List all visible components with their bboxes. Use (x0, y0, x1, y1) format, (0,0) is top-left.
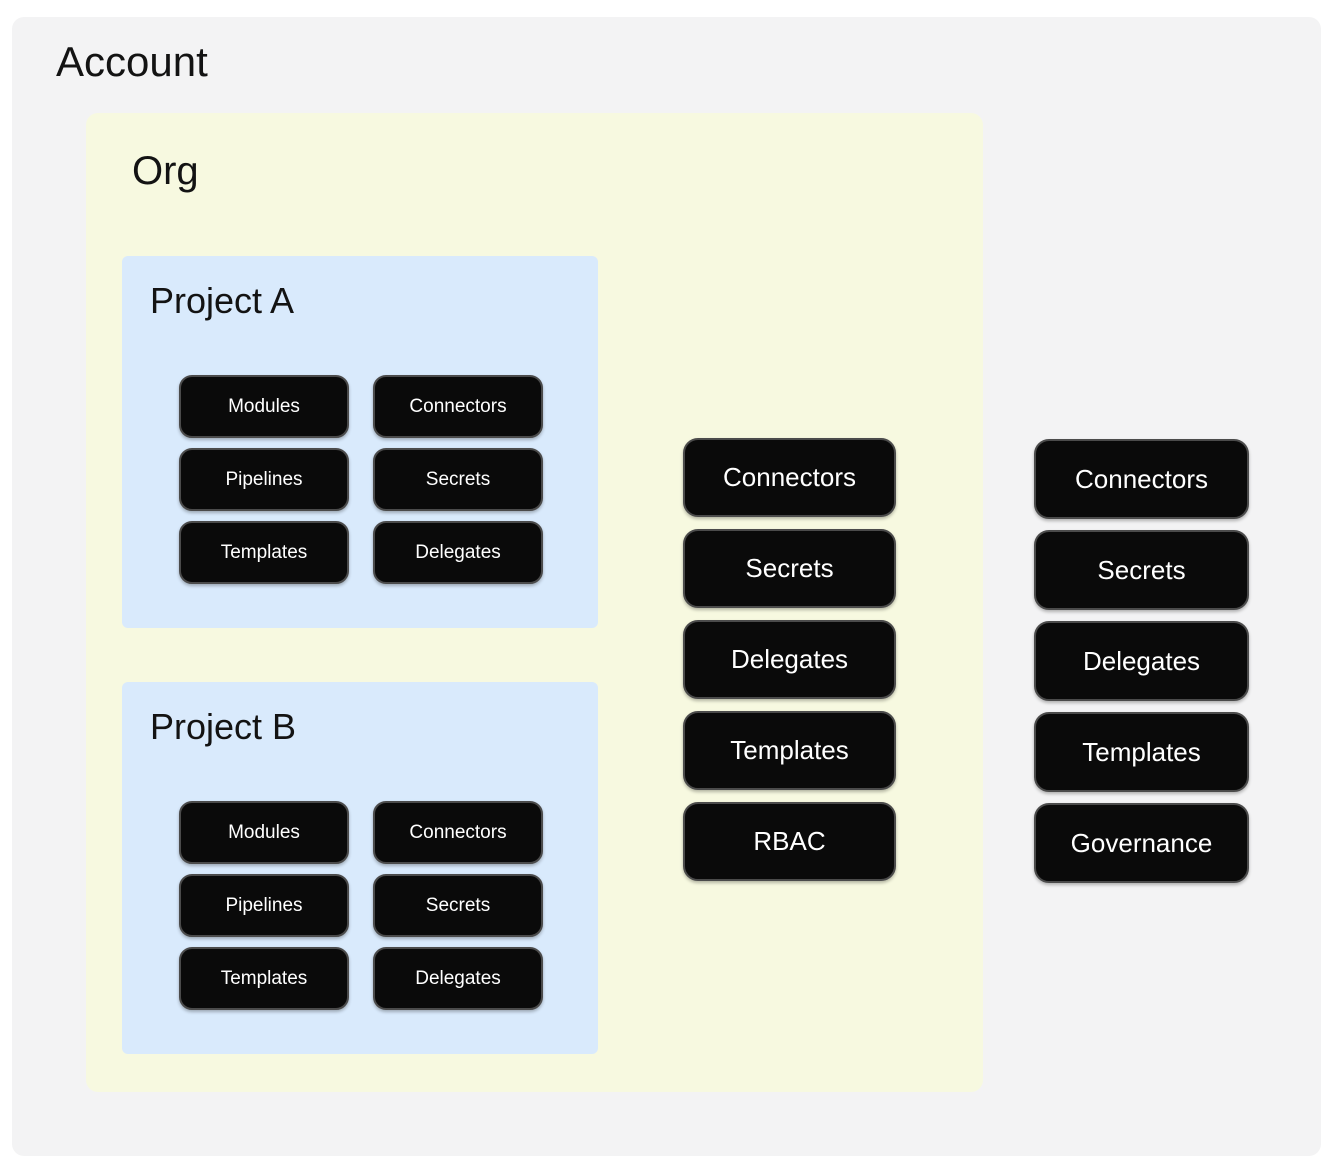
project-a-container: Project A Modules Connectors Pipelines S… (122, 256, 598, 628)
project-a-node-connectors: Connectors (373, 375, 543, 438)
account-node-templates: Templates (1034, 712, 1249, 792)
account-node-connectors: Connectors (1034, 439, 1249, 519)
project-b-title: Project B (150, 706, 297, 747)
account-node-governance: Governance (1034, 803, 1249, 883)
account-node-secrets: Secrets (1034, 530, 1249, 610)
org-title: Org (132, 149, 199, 193)
account-node-delegates: Delegates (1034, 621, 1249, 701)
project-a-node-secrets: Secrets (373, 448, 543, 511)
project-b-node-grid: Modules Connectors Pipelines Secrets Tem… (179, 801, 543, 1010)
project-b-node-pipelines: Pipelines (179, 874, 349, 937)
project-a-node-delegates: Delegates (373, 521, 543, 584)
org-node-templates: Templates (683, 711, 896, 790)
account-node-column: Connectors Secrets Delegates Templates G… (1034, 439, 1249, 883)
org-node-rbac: RBAC (683, 802, 896, 881)
project-a-node-templates: Templates (179, 521, 349, 584)
project-b-node-modules: Modules (179, 801, 349, 864)
project-a-node-pipelines: Pipelines (179, 448, 349, 511)
org-node-delegates: Delegates (683, 620, 896, 699)
project-b-node-secrets: Secrets (373, 874, 543, 937)
project-b-container: Project B Modules Connectors Pipelines S… (122, 682, 598, 1054)
org-node-column: Connectors Secrets Delegates Templates R… (683, 438, 896, 881)
project-a-node-modules: Modules (179, 375, 349, 438)
project-b-node-templates: Templates (179, 947, 349, 1010)
project-b-node-delegates: Delegates (373, 947, 543, 1010)
org-node-secrets: Secrets (683, 529, 896, 608)
project-b-node-connectors: Connectors (373, 801, 543, 864)
account-container: Account Org Project A Modules Connectors… (12, 17, 1321, 1156)
account-title: Account (56, 38, 208, 85)
org-container: Org Project A Modules Connectors Pipelin… (86, 113, 983, 1092)
org-node-connectors: Connectors (683, 438, 896, 517)
project-a-node-grid: Modules Connectors Pipelines Secrets Tem… (179, 375, 543, 584)
project-a-title: Project A (150, 280, 295, 321)
